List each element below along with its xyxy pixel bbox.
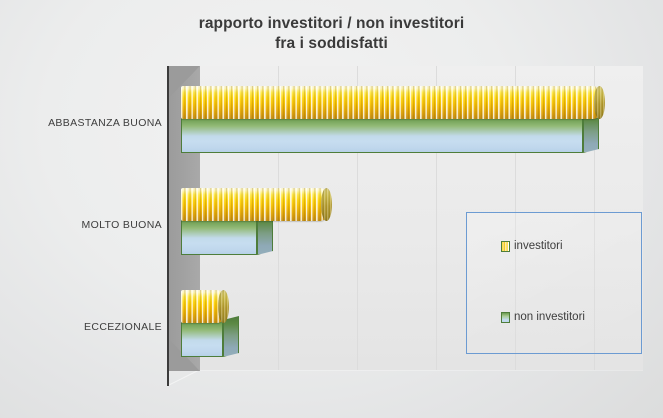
gridline xyxy=(594,66,595,370)
legend-label-investitori: investitori xyxy=(514,240,563,252)
category-label-molto-buona: MOLTO BUONA xyxy=(81,219,162,231)
chart-title-line2: fra i soddisfatti xyxy=(275,35,388,52)
cylinder-end-cap xyxy=(593,86,605,119)
cylinder-end-cap-stripes xyxy=(593,86,605,119)
bar-investitori-eccezionale[interactable] xyxy=(181,290,229,323)
bar-investitori-molto-buona[interactable] xyxy=(181,188,332,221)
cylinder-end-cap xyxy=(320,188,332,221)
chart-title-line1: rapporto investitori / non investitori xyxy=(198,15,465,32)
plot-area xyxy=(167,66,643,386)
gridline xyxy=(357,66,358,370)
category-label-abbastanza-buona: ABBASTANZA BUONA xyxy=(48,117,162,129)
bar-investitori-abbastanza-buona[interactable] xyxy=(181,86,605,119)
gridline xyxy=(515,66,516,370)
legend-swatch-non-investitori-icon xyxy=(501,311,510,323)
legend-item-non-investitori[interactable]: non investitori xyxy=(501,311,585,323)
legend-label-non-investitori: non investitori xyxy=(514,311,585,323)
cylinder-end-cap-stripes xyxy=(217,290,229,323)
category-axis-line xyxy=(167,66,170,386)
cylinder-end-cap xyxy=(217,290,229,323)
chart-title: rapporto investitori / non investitori f… xyxy=(0,14,663,54)
gridline xyxy=(436,66,437,370)
category-label-eccezionale: ECCEZIONALE xyxy=(84,321,162,333)
legend-item-investitori[interactable]: investitori xyxy=(501,240,563,252)
legend: investitori non investitori xyxy=(466,212,642,354)
legend-swatch-investitori-icon xyxy=(501,240,510,252)
cylinder-end-cap-stripes xyxy=(320,188,332,221)
